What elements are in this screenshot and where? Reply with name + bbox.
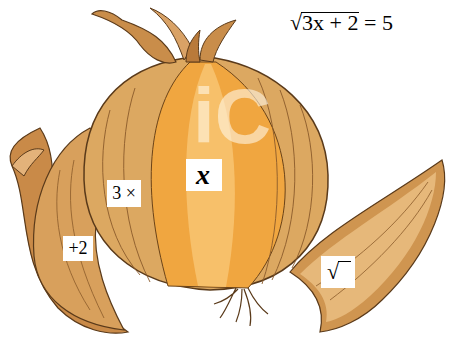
- operation-label: +2: [63, 236, 92, 261]
- onion-roots: [214, 288, 268, 326]
- peeled-skin: [290, 160, 445, 332]
- node-text: +2: [68, 238, 87, 259]
- onion-top: [150, 8, 192, 60]
- node-text: √: [327, 259, 339, 285]
- operation-label: √: [321, 256, 355, 288]
- radical-bar: [301, 12, 359, 13]
- peeled-skin-inside: [300, 172, 436, 322]
- equation: √3x + 2 = 5: [290, 10, 393, 36]
- node-text: x: [196, 159, 210, 191]
- skin-curl: [12, 149, 44, 176]
- watermark: iC: [193, 71, 271, 162]
- skin-vein: [316, 182, 432, 300]
- node-text: 3 ×: [112, 183, 136, 204]
- variable-label: x: [186, 159, 222, 191]
- onion-bulb: [84, 58, 328, 290]
- onion-top: [200, 20, 236, 62]
- onion-flesh: [151, 62, 285, 288]
- onion-top: [186, 30, 200, 62]
- radical-bar: [338, 261, 351, 262]
- operation-label: 3 ×: [107, 180, 141, 207]
